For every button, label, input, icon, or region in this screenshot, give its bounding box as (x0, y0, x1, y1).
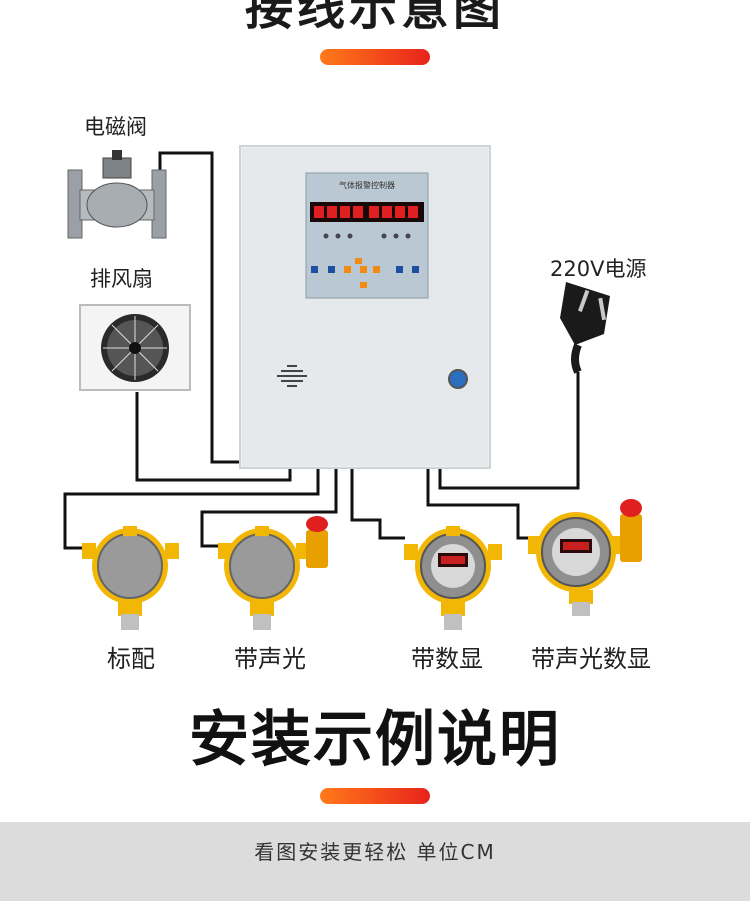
wiring-diagram: 气体报警控制器 (63, 145, 642, 630)
detector-label-display: 带数显 (411, 645, 483, 673)
exhaust-fan-label: 排风扇 (90, 267, 153, 291)
detector-4-wire (426, 468, 528, 540)
title-underline (320, 49, 430, 65)
page-title: 接线示意图 (244, 0, 505, 36)
detector-3-wire (350, 468, 405, 540)
solenoid-valve-icon (67, 150, 167, 239)
detector-1-wire (63, 468, 320, 550)
footer-bar (0, 822, 750, 901)
speaker-grille (277, 365, 307, 387)
fan-wire (135, 392, 292, 482)
power-wire (438, 372, 580, 490)
power-label: 220V电源 (550, 257, 647, 281)
detector-sound-light-icon (218, 516, 328, 630)
exhaust-fan-icon (79, 304, 191, 391)
detector-label-sound-light: 带声光 (234, 645, 306, 673)
power-plug-icon (560, 282, 610, 374)
detector-2-wire (200, 468, 338, 548)
controller-panel-title: 气体报警控制器 (339, 180, 395, 190)
detector-standard-icon (82, 526, 179, 630)
key-lock (448, 369, 468, 389)
solenoid-valve-label: 电磁阀 (84, 115, 147, 139)
section-underline (320, 788, 430, 804)
detector-sound-light-display-icon (528, 499, 642, 616)
detector-label-sound-light-display: 带声光数显 (531, 645, 651, 673)
detector-label-standard: 标配 (107, 645, 155, 673)
footer-text: 看图安装更轻松 单位CM (254, 840, 496, 864)
detector-display-icon (404, 526, 502, 630)
section-title: 安装示例说明 (189, 705, 561, 775)
wires (63, 151, 580, 550)
controller-box: 气体报警控制器 (239, 145, 491, 469)
valve-wire (158, 151, 246, 464)
